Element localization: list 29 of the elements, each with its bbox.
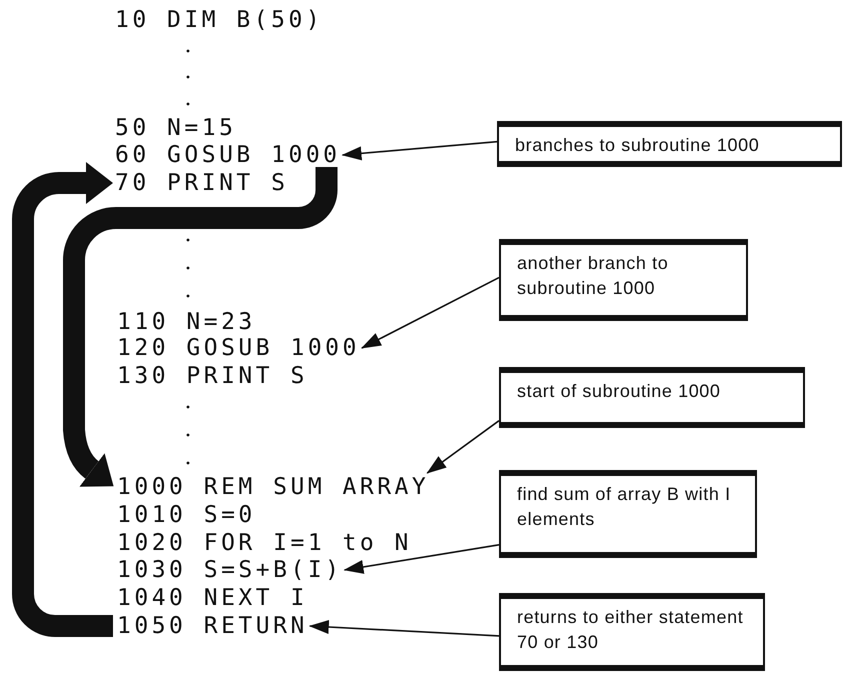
callout-text: another branch to subroutine 1000	[517, 252, 670, 300]
code-line: 60 GOSUB 1000	[115, 143, 341, 167]
code-line: 120 GOSUB 1000	[117, 336, 360, 360]
code-line: 10 DIM B(50)	[115, 8, 324, 32]
code-line: 1040 NEXT I	[117, 586, 308, 610]
callout-box	[499, 239, 748, 321]
callout-box	[499, 593, 765, 671]
code-line: 1010 S=0	[117, 503, 256, 527]
code-line: 130 PRINT S	[117, 364, 308, 388]
callout-text: returns to either statement 70 or 130	[517, 606, 744, 654]
code-line: 70 PRINT S	[115, 171, 288, 195]
callout-box	[499, 470, 757, 558]
arrow	[360, 276, 500, 349]
callout-box	[497, 121, 842, 167]
code-line: 110 N=23	[117, 310, 256, 334]
thick-arrow	[63, 167, 338, 488]
arrow	[308, 620, 500, 637]
callout-text: start of subroutine 1000	[517, 380, 722, 403]
arrow	[426, 420, 500, 474]
callout-text: find sum of array B with I elements	[517, 483, 732, 531]
arrow	[344, 544, 500, 574]
arrow	[342, 140, 498, 160]
code-line: 1020 FOR I=1 to N	[117, 531, 412, 555]
code-line: 1030 S=S+B(I)	[117, 558, 343, 582]
code-line: 1000 REM SUM ARRAY	[117, 475, 430, 499]
callout-box	[499, 367, 805, 428]
callout-text: branches to subroutine 1000	[515, 134, 760, 157]
code-line: 1050 RETURN	[117, 614, 308, 638]
code-line: 50 N=15	[115, 116, 236, 140]
